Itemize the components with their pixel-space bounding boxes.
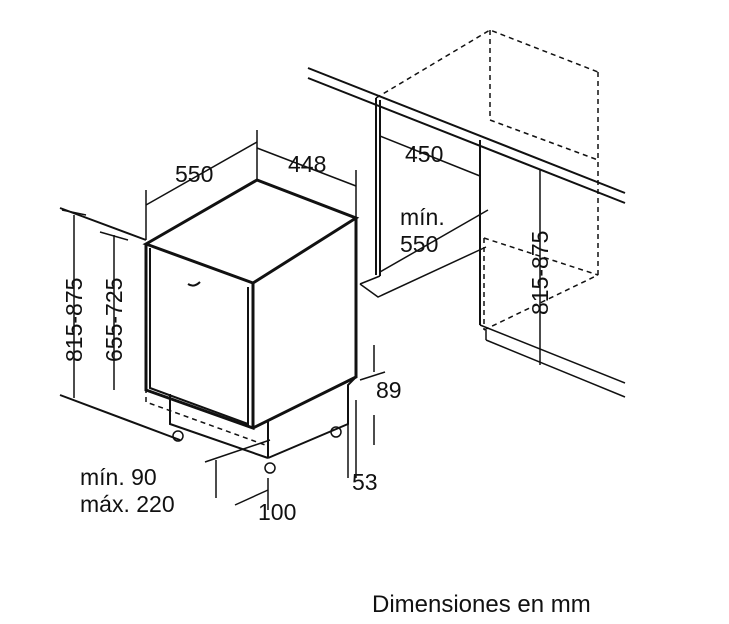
foot-gap-label: 100 (258, 499, 296, 525)
installation-niche (307, 29, 626, 398)
dimension-lines (61, 130, 541, 510)
plinth-min-label: mín. 90 (80, 464, 157, 490)
niche-height-label: 815-875 (527, 231, 553, 315)
plinth-max-label: máx. 220 (80, 491, 175, 517)
panel-height-label: 655-725 (101, 278, 127, 362)
units-caption: Dimensiones en mm (372, 591, 591, 618)
plinth-height-label: 89 (376, 377, 402, 403)
height-range-label: 815-875 (61, 278, 87, 362)
depth-label: 448 (288, 151, 326, 177)
niche-min-label: mín. (400, 204, 445, 230)
niche-offset-label: 450 (405, 141, 443, 167)
plinth-depth-label: 53 (352, 469, 378, 495)
niche-min-value: 550 (400, 231, 438, 257)
width-label: 550 (175, 161, 213, 187)
